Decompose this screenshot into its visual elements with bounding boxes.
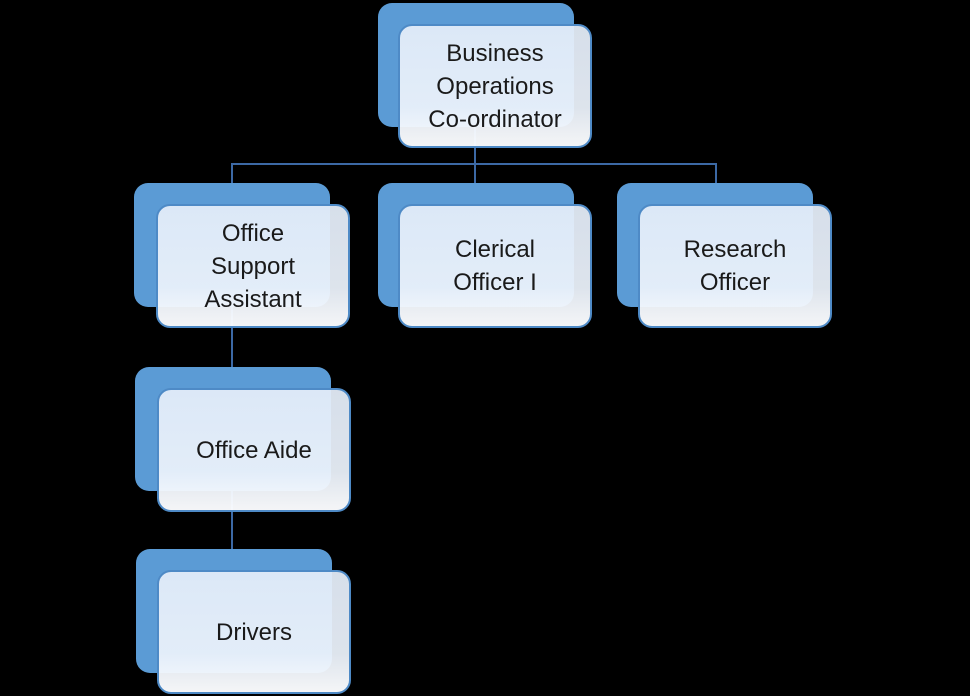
org-node-business-operations-coordinator: Business Operations Co-ordinator — [398, 24, 592, 148]
org-node-label: Research Officer — [683, 236, 787, 296]
org-node-drivers: Drivers — [157, 570, 351, 694]
org-node-label: Business Operations Co-ordinator — [428, 39, 562, 133]
org-node-label: Clerical Officer I — [453, 236, 537, 296]
org-node-research-officer: Research Officer — [638, 204, 832, 328]
org-node-label: Drivers — [216, 618, 292, 646]
org-node-office-support-assistant: Office Support Assistant — [156, 204, 350, 328]
org-node-clerical-officer: Clerical Officer I — [398, 204, 592, 328]
org-node-office-aide: Office Aide — [157, 388, 351, 512]
org-node-label: Office Support Assistant — [204, 219, 302, 313]
org-node-label: Office Aide — [196, 436, 312, 464]
